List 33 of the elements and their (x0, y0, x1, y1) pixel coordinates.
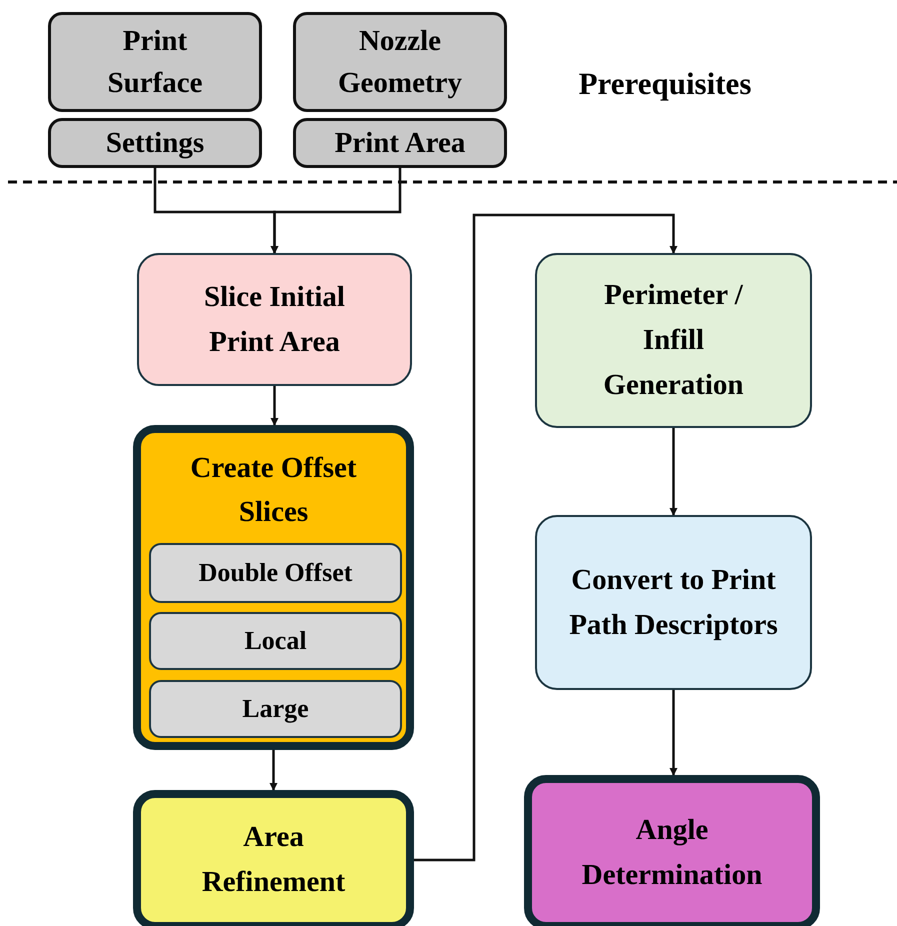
process-box (535, 515, 812, 690)
node-label: Create Offset Slices (189, 451, 358, 530)
arrow (270, 750, 278, 791)
node-label: Angle Determination (580, 812, 764, 892)
arrow (670, 428, 678, 516)
node-label: Print Surface (106, 24, 204, 101)
node-label: Print Area (334, 126, 466, 161)
group-box (133, 425, 414, 750)
node-label: Slice Initial Print Area (203, 280, 346, 360)
process-box (524, 775, 820, 926)
prerequisite-box (48, 118, 262, 168)
option-box (149, 612, 402, 670)
section-label: Prerequisites (578, 66, 752, 102)
prerequisite-box (293, 12, 507, 112)
node-label: Local (244, 624, 307, 657)
arrow (270, 168, 402, 254)
option-box (149, 543, 402, 603)
process-box (535, 253, 812, 428)
process-box (137, 253, 412, 386)
prerequisite-box (293, 118, 507, 168)
process-box (133, 790, 414, 926)
arrow (414, 214, 678, 862)
node-label: Convert to Print Path Descriptors (568, 562, 779, 642)
arrow (670, 690, 678, 776)
node-label: Area Refinement (200, 820, 346, 900)
arrow (270, 386, 278, 426)
node-label: Large (242, 692, 309, 725)
node-label: Settings (106, 126, 204, 161)
node-label: Double Offset (198, 556, 352, 589)
prerequisite-box (48, 12, 262, 112)
node-label: Perimeter / Infill Generation (602, 278, 745, 403)
option-box (149, 680, 402, 738)
node-label: Nozzle Geometry (337, 24, 463, 101)
